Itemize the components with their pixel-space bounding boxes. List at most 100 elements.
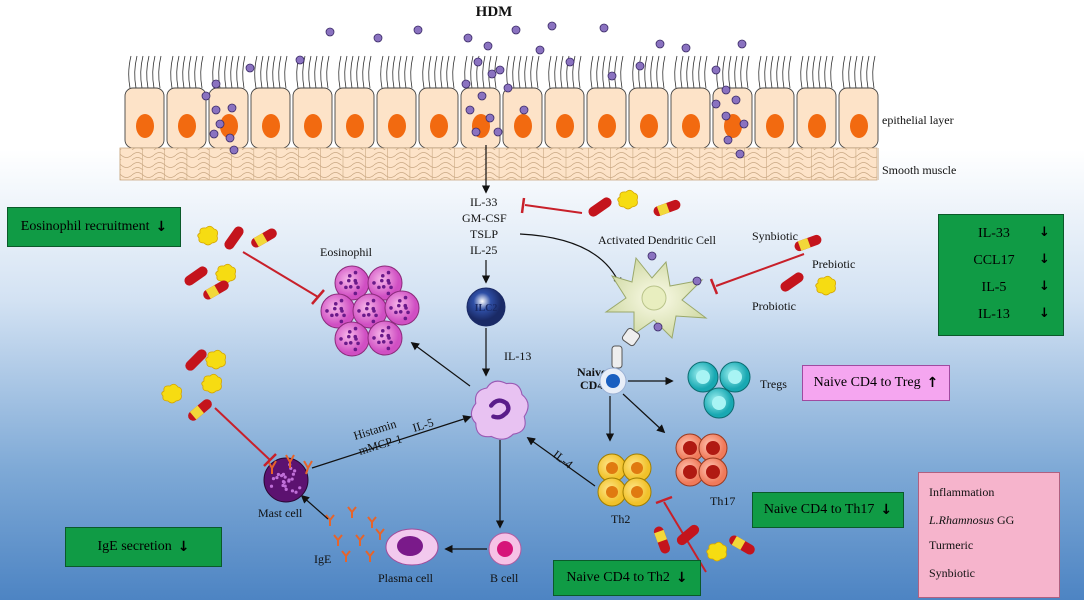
- hdm-particle: [503, 83, 513, 93]
- hdm-particle: [681, 43, 691, 53]
- cilium: [356, 55, 360, 89]
- eosinophil-granule: [403, 316, 408, 321]
- eosinophil-granule: [332, 306, 337, 311]
- hdm-particle: [655, 39, 665, 49]
- eosinophil-granule: [353, 270, 358, 275]
- cilium: [758, 55, 762, 89]
- cilium: [728, 55, 732, 89]
- cilium: [518, 55, 522, 89]
- mhc-receptor: [621, 327, 641, 347]
- hdm-particle: [245, 63, 255, 73]
- hdm-particle: [229, 145, 239, 155]
- plasma-cell-label: Plasma cell: [378, 571, 434, 585]
- cilium: [572, 55, 576, 89]
- cilium: [272, 55, 276, 89]
- epithelial-layer: [124, 55, 879, 149]
- cilium: [146, 55, 150, 89]
- smooth-muscle-label: Smooth muscle: [882, 163, 956, 177]
- central-inflammation-cell: [471, 381, 528, 439]
- turmeric-icon: [215, 263, 236, 284]
- mast-to-central-arrow: [311, 415, 472, 469]
- cilium: [152, 55, 156, 89]
- cytokine-row: IL-13↓: [939, 304, 1063, 328]
- mast-granule: [294, 490, 298, 494]
- cilium: [536, 55, 540, 89]
- eosinophil-granule: [403, 295, 408, 300]
- hdm-particle: [711, 99, 721, 109]
- cilium: [230, 55, 234, 89]
- eosinophil-granule: [372, 336, 376, 340]
- eosinophil-granule: [356, 341, 360, 346]
- cilium: [242, 55, 246, 89]
- cilium: [530, 55, 534, 89]
- cilium: [656, 55, 660, 89]
- cell-nucleus: [598, 114, 616, 138]
- cytokine-il25: IL-25: [470, 243, 497, 257]
- ige-antibody: [333, 534, 343, 546]
- mast-granule: [275, 475, 279, 480]
- ige-antibody: [341, 550, 351, 562]
- ige-to-mast-arrow: [300, 494, 329, 520]
- eosinophil-granule: [374, 313, 378, 318]
- cilium: [674, 55, 678, 89]
- bacterium-icon: [586, 195, 614, 219]
- eosinophil-granule: [406, 310, 410, 315]
- cilium: [326, 55, 330, 89]
- ige-antibodies: [325, 506, 385, 562]
- cilium: [176, 55, 180, 89]
- cilium: [734, 55, 738, 89]
- cilium: [614, 55, 618, 89]
- smooth-muscle-cells: [119, 148, 879, 180]
- hdm-particle: [547, 21, 557, 31]
- eosinophil-granule: [394, 310, 398, 315]
- naive-treg-text: Naive CD4 to Treg: [813, 375, 921, 390]
- inhibit-cytokines-line: [524, 204, 583, 214]
- tcr-receptor: [611, 345, 623, 369]
- mast-granule: [290, 489, 295, 493]
- legend-lrhamnosus-label: L.Rhamnosus GG: [929, 513, 1014, 528]
- cilium: [314, 55, 318, 89]
- eosinophil-granule: [339, 319, 344, 324]
- cell-nucleus: [304, 114, 322, 138]
- cell-nucleus: [220, 114, 238, 138]
- synbiotic-icon: [201, 278, 231, 302]
- cilium: [764, 55, 768, 89]
- cilium: [776, 55, 780, 89]
- cilium: [860, 55, 864, 89]
- cilium: [740, 55, 744, 89]
- eosinophil-granule: [346, 334, 351, 339]
- hdm-particle: [495, 65, 505, 75]
- cilium: [554, 55, 558, 89]
- synbiotic-icon: [249, 226, 279, 250]
- cilium: [602, 55, 606, 89]
- eosinophil-granule: [353, 278, 358, 283]
- inhibit-cytokines-bar: [520, 197, 526, 214]
- hdm-particle: [647, 251, 657, 261]
- cilium: [548, 55, 552, 89]
- cilium: [524, 55, 528, 89]
- cilium: [422, 55, 426, 89]
- bacterium-icon: [778, 270, 806, 294]
- cilium: [380, 55, 384, 89]
- naive-label: Naive: [577, 365, 607, 379]
- central-to-eosinophil-arrow: [410, 341, 471, 387]
- turmeric-icon: [201, 373, 222, 394]
- down-arrow-icon: ↓: [675, 570, 688, 586]
- eosinophil-granule: [403, 303, 408, 308]
- cytokine-row-label: IL-13: [978, 307, 1010, 322]
- cilium: [302, 55, 306, 89]
- cell-nucleus: [514, 114, 532, 138]
- cilium: [512, 55, 516, 89]
- hdm-particle: [735, 149, 745, 159]
- cilium: [872, 55, 876, 89]
- ilc2-label: ILC2: [475, 303, 498, 314]
- b-cell-label: B cell: [490, 571, 519, 585]
- eosinophil-granule: [347, 274, 352, 278]
- eosinophil-granules: [325, 270, 410, 352]
- hdm-particle: [485, 113, 495, 123]
- mast-granule: [284, 487, 288, 491]
- cilium: [650, 55, 654, 89]
- cilium: [266, 55, 270, 89]
- eosinophil-granule: [380, 274, 385, 278]
